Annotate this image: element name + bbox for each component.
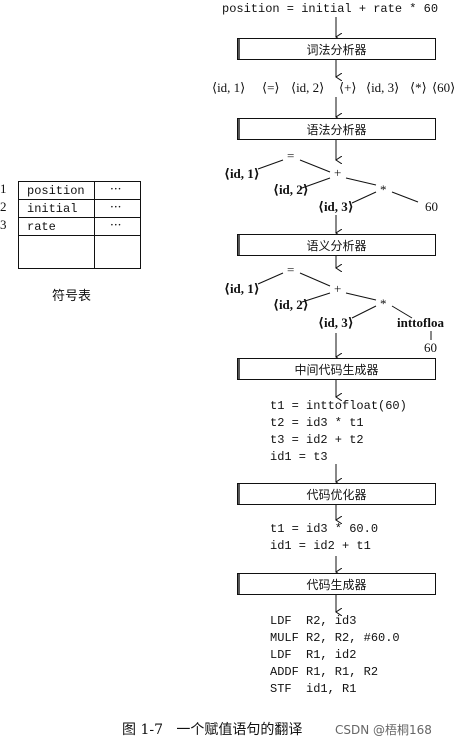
syntax-plus: + <box>334 165 342 180</box>
target-line: LDF R2, id3 <box>270 614 357 628</box>
semantic-plus: + <box>334 281 342 296</box>
syntax-eq: = <box>287 148 295 163</box>
symbol-row-number: 1 <box>0 181 7 196</box>
target-line: ADDF R1, R1, R2 <box>270 665 379 679</box>
target-line: MULF R2, R2, #60.0 <box>270 631 400 645</box>
codegen-label: 代码生成器 <box>306 577 367 592</box>
syntax-num: 60 <box>425 199 438 214</box>
source-statement: position = initial + rate * 60 <box>222 2 439 16</box>
intermediate-line: t2 = id3 * t1 <box>270 416 364 430</box>
codegen-box: 代码生成器 <box>237 573 436 595</box>
token-id2: ⟨id, 2⟩ <box>291 80 325 95</box>
parser-box: 语法分析器 <box>237 118 436 140</box>
symbol-attr: ··· <box>110 218 122 232</box>
symbol-row-number: 2 <box>0 199 7 214</box>
parser-label: 语法分析器 <box>306 122 367 137</box>
symbol-name: initial <box>27 202 78 216</box>
symbol-table-caption: 符号表 <box>52 289 92 304</box>
token-plus: ⟨+⟩ <box>339 80 357 95</box>
figure-caption: 图 1-7 一个赋值语句的翻译 <box>122 722 303 738</box>
intermediate-box: 中间代码生成器 <box>237 358 436 380</box>
semantic-id3: ⟨id, 3⟩ <box>318 315 354 330</box>
optimizer-label: 代码优化器 <box>306 487 367 502</box>
semantic-times: * <box>380 296 387 311</box>
semantic-label: 语义分析器 <box>306 238 367 253</box>
semantic-num: 60 <box>424 340 437 355</box>
intermediate-line: t3 = id2 + t2 <box>270 433 364 447</box>
lexer-label: 词法分析器 <box>306 42 367 57</box>
optimized-line: id1 = id2 + t1 <box>270 539 371 553</box>
symbol-row: position ··· <box>19 182 140 200</box>
symbol-row-number: 3 <box>0 217 7 232</box>
token-times: ⟨*⟩ <box>410 80 427 95</box>
syntax-id3: ⟨id, 3⟩ <box>318 199 354 214</box>
intermediate-line: id1 = t3 <box>270 450 328 464</box>
optimized-line: t1 = id3 * 60.0 <box>270 522 379 536</box>
semantic-tree-edges <box>257 272 432 340</box>
watermark: CSDN @梧桐168 <box>335 721 432 738</box>
symbol-name: rate <box>27 220 56 234</box>
semantic-eq: = <box>287 262 295 277</box>
target-line: LDF R1, id2 <box>270 648 357 662</box>
optimizer-box: 代码优化器 <box>237 483 436 505</box>
syntax-tree-edges <box>257 159 419 204</box>
syntax-times: * <box>380 182 387 197</box>
token-num: ⟨60⟩ <box>432 80 456 95</box>
symbol-row-empty <box>19 236 140 268</box>
symbol-name: position <box>27 184 85 198</box>
semantic-id1: ⟨id, 1⟩ <box>224 281 260 296</box>
intermediate-line: t1 = inttofloat(60) <box>270 399 407 413</box>
semantic-id2: ⟨id, 2⟩ <box>273 297 309 312</box>
syntax-id2: ⟨id, 2⟩ <box>273 182 309 197</box>
symbol-table: position ··· initial ··· rate ··· <box>18 181 141 269</box>
lexer-box: 词法分析器 <box>237 38 436 60</box>
intermediate-label: 中间代码生成器 <box>294 362 379 377</box>
symbol-attr: ··· <box>110 200 122 214</box>
symbol-row: rate ··· <box>19 218 140 236</box>
semantic-box: 语义分析器 <box>237 234 436 256</box>
token-id1: ⟨id, 1⟩ <box>212 80 246 95</box>
symbol-row: initial ··· <box>19 200 140 218</box>
token-id3: ⟨id, 3⟩ <box>366 80 400 95</box>
syntax-id1: ⟨id, 1⟩ <box>224 166 260 181</box>
token-assign: ⟨=⟩ <box>262 80 280 95</box>
target-line: STF id1, R1 <box>270 682 357 696</box>
semantic-conv: inttofloa <box>397 315 444 330</box>
symbol-attr: ··· <box>110 182 122 196</box>
